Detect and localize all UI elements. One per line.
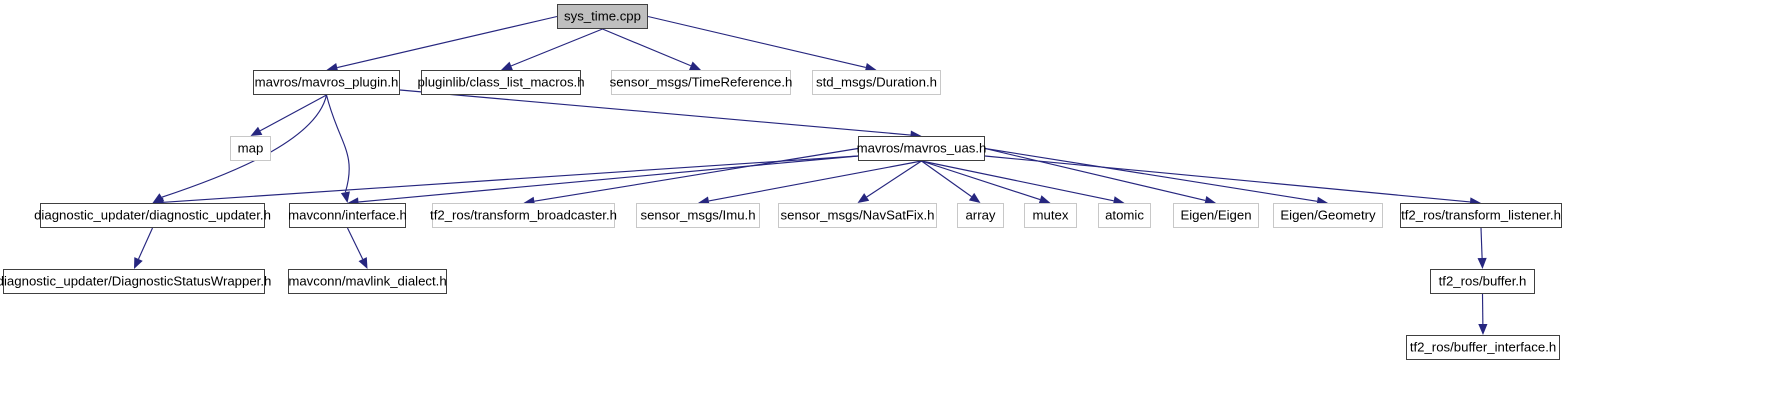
- graph-edge-mavros_uas-to-transform_listener: [984, 155, 1471, 203]
- graph-node-label: mavros/mavros_uas.h: [856, 140, 987, 156]
- graph-edge-mavros_uas-to-diagnostic_updater: [163, 155, 859, 203]
- graph-node-label: sensor_msgs/TimeReference.h: [609, 74, 793, 90]
- graph-edge-mavros_uas-to-array: [921, 160, 972, 198]
- graph-edge-arrowhead: [1477, 257, 1487, 269]
- graph-edge-mavros_plugin-to-map: [259, 94, 327, 132]
- graph-node-transform_broadcaster[interactable]: tf2_ros/transform_broadcaster.h: [430, 203, 617, 228]
- graph-edge-arrowhead: [1478, 323, 1488, 335]
- graph-node-map[interactable]: map: [230, 136, 271, 161]
- graph-node-mutex[interactable]: mutex: [1024, 203, 1077, 228]
- graph-edge-mavros_uas-to-eigen_eigen: [984, 147, 1206, 202]
- graph-node-mavros_uas[interactable]: mavros/mavros_uas.h: [857, 136, 986, 161]
- graph-edge-mavros_uas-to-imu: [708, 160, 922, 202]
- graph-node-array[interactable]: array: [957, 203, 1004, 228]
- graph-edge-arrowhead: [358, 257, 368, 269]
- graph-edge-mavros_uas-to-mavconn_interface: [358, 155, 859, 203]
- graph-edge-arrowhead: [968, 192, 981, 203]
- graph-node-label: tf2_ros/buffer.h: [1438, 273, 1527, 289]
- graph-node-label: mavconn/interface.h: [288, 207, 407, 223]
- graph-node-label: sensor_msgs/NavSatFix.h: [780, 207, 935, 223]
- graph-edge-arrowhead: [857, 193, 870, 203]
- graph-node-eigen_geometry[interactable]: Eigen/Geometry: [1273, 203, 1383, 228]
- graph-node-transform_listener[interactable]: tf2_ros/transform_listener.h: [1400, 203, 1562, 228]
- graph-node-duration[interactable]: std_msgs/Duration.h: [812, 70, 941, 95]
- graph-edge-mavros_uas-to-atomic: [921, 160, 1114, 202]
- graph-edge-mavconn_interface-to-mavlink_dialect: [346, 227, 364, 260]
- graph-edge-mavros_plugin-to-mavconn_interface: [325, 94, 350, 193]
- graph-node-atomic[interactable]: atomic: [1098, 203, 1151, 228]
- graph-edge-diagnostic_updater-to-diagnostic_status_wrapper: [137, 227, 154, 260]
- graph-node-buffer_interface[interactable]: tf2_ros/buffer_interface.h: [1406, 335, 1560, 360]
- graph-node-label: mavconn/mavlink_dialect.h: [288, 273, 447, 289]
- graph-node-mavconn_interface[interactable]: mavconn/interface.h: [288, 203, 407, 228]
- graph-node-eigen_eigen[interactable]: Eigen/Eigen: [1173, 203, 1259, 228]
- graph-node-label: Eigen/Eigen: [1180, 207, 1252, 223]
- graph-node-time_reference[interactable]: sensor_msgs/TimeReference.h: [610, 70, 792, 95]
- graph-node-label: std_msgs/Duration.h: [816, 74, 937, 90]
- graph-edge-transform_listener-to-buffer: [1480, 227, 1483, 259]
- graph-edge-sys_time-to-mavros_plugin: [337, 15, 558, 69]
- graph-edge-arrowhead: [689, 61, 701, 71]
- graph-edge-arrowhead: [152, 193, 165, 203]
- graph-node-label: diagnostic_updater/DiagnosticStatusWrapp…: [0, 273, 272, 289]
- graph-node-label: map: [237, 140, 264, 156]
- graph-node-label: pluginlib/class_list_macros.h: [417, 74, 585, 90]
- graph-node-label: diagnostic_updater/diagnostic_updater.h: [34, 207, 271, 223]
- graph-node-diagnostic_status_wrapper[interactable]: diagnostic_updater/DiagnosticStatusWrapp…: [0, 269, 271, 294]
- graph-edge-arrowhead: [340, 191, 350, 203]
- graph-edge-mavros_uas-to-navsatfix: [866, 160, 922, 198]
- graph-edge-mavros_uas-to-mutex: [921, 160, 1041, 201]
- graph-node-buffer[interactable]: tf2_ros/buffer.h: [1430, 269, 1535, 294]
- graph-node-diagnostic_updater[interactable]: diagnostic_updater/diagnostic_updater.h: [34, 203, 271, 228]
- graph-edge-arrowhead: [134, 257, 143, 269]
- graph-node-mavros_plugin[interactable]: mavros/mavros_plugin.h: [253, 70, 400, 95]
- graph-edge-mavros_uas-to-transform_broadcaster: [534, 147, 859, 202]
- graph-edge-mavros_uas-to-eigen_geometry: [984, 147, 1318, 202]
- graph-node-label: tf2_ros/buffer_interface.h: [1409, 339, 1557, 355]
- graph-edge-sys_time-to-duration: [647, 15, 866, 69]
- graph-edge-mavros_plugin-to-mavros_uas: [399, 89, 911, 136]
- graph-node-imu[interactable]: sensor_msgs/Imu.h: [636, 203, 760, 228]
- graph-node-label: sys_time.cpp: [564, 8, 641, 24]
- graph-node-label: mutex: [1032, 207, 1069, 223]
- graph-node-class_list_macros[interactable]: pluginlib/class_list_macros.h: [417, 70, 585, 95]
- graph-node-navsatfix[interactable]: sensor_msgs/NavSatFix.h: [778, 203, 937, 228]
- graph-node-label: Eigen/Geometry: [1280, 207, 1376, 223]
- graph-node-label: tf2_ros/transform_broadcaster.h: [430, 207, 617, 223]
- graph-edge-sys_time-to-class_list_macros: [510, 28, 603, 67]
- graph-node-label: mavros/mavros_plugin.h: [254, 74, 399, 90]
- graph-edge-sys_time-to-time_reference: [602, 28, 692, 67]
- graph-node-mavlink_dialect[interactable]: mavconn/mavlink_dialect.h: [288, 269, 447, 294]
- graph-node-label: array: [965, 207, 996, 223]
- graph-node-label: tf2_ros/transform_listener.h: [1401, 207, 1561, 223]
- graph-node-label: atomic: [1105, 207, 1144, 223]
- graph-edge-arrowhead: [250, 126, 263, 136]
- graph-node-sys_time[interactable]: sys_time.cpp: [557, 4, 648, 29]
- graph-node-label: sensor_msgs/Imu.h: [640, 207, 756, 223]
- graph-edge-arrowhead: [501, 61, 513, 71]
